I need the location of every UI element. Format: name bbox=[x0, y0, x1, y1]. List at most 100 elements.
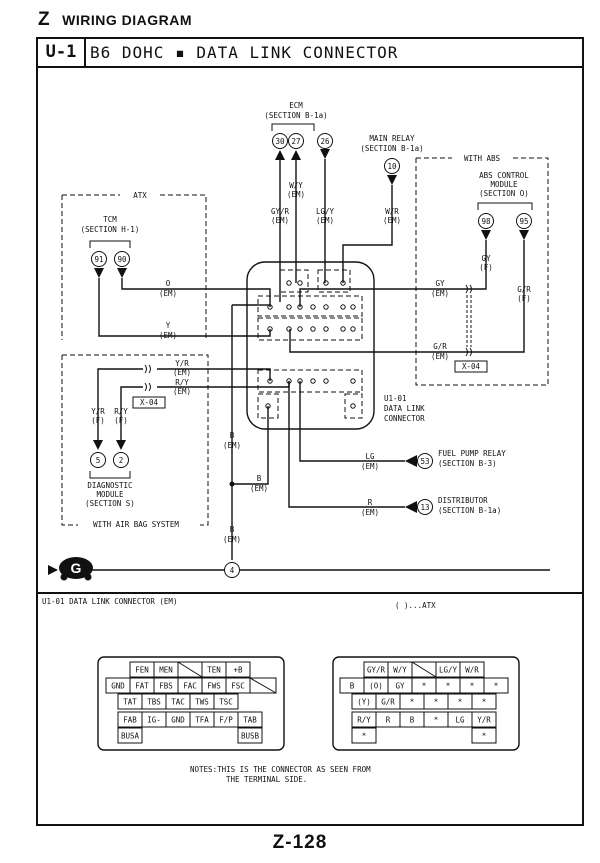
abs-module-label-2: MODULE bbox=[490, 180, 518, 189]
diag-pin-5 bbox=[90, 452, 106, 468]
x04-ref-label: X-04 bbox=[462, 362, 481, 371]
blank-cell-slash bbox=[177, 661, 203, 678]
fuel-pump-pin bbox=[417, 453, 433, 469]
connector-label: U1-01 bbox=[384, 394, 407, 403]
connector-label-2: DATA LINK bbox=[384, 404, 425, 413]
connector-cell-label: TBS bbox=[147, 698, 161, 707]
wire-label: Y bbox=[166, 321, 171, 330]
diag-pin-2 bbox=[113, 452, 129, 468]
fuel-pump-section: (SECTION B-3) bbox=[438, 459, 497, 468]
ecm-block: ECM (SECTION B-1a) 30 27 26 bbox=[264, 101, 333, 160]
page-number: Z-128 bbox=[272, 832, 328, 853]
ground-pin-label: 4 bbox=[230, 566, 235, 575]
connector-cell bbox=[117, 727, 143, 744]
wire-label: (EM) bbox=[361, 462, 379, 471]
wire-label: (EM) bbox=[173, 368, 191, 377]
data-link-connector: U1-01 DATA LINK CONNECTOR bbox=[246, 261, 425, 430]
connector-cell-label: (Y) bbox=[357, 698, 371, 707]
wire-label: W/Y bbox=[289, 181, 303, 190]
note-line-1: NOTES:THIS IS THE CONNECTOR AS SEEN FROM bbox=[190, 765, 371, 774]
wire-label: (EM) bbox=[250, 484, 268, 493]
connector-cell-label: * bbox=[482, 732, 487, 741]
section-title: WIRING DIAGRAM bbox=[62, 12, 192, 28]
wire-label: R bbox=[368, 498, 373, 507]
wire-label: LG/Y bbox=[316, 207, 335, 216]
connector-cell-label: G/R bbox=[381, 698, 395, 707]
connector-cell-label: FWS bbox=[207, 682, 221, 691]
wire-label: O bbox=[166, 279, 171, 288]
connector-cell-label: R bbox=[386, 716, 391, 725]
connector-cell-label: B bbox=[410, 716, 415, 725]
blank-cell-slash bbox=[249, 677, 277, 694]
connector-cell-label: LG/Y bbox=[439, 666, 458, 675]
connector-cell-label: F/P bbox=[219, 716, 233, 725]
wire-label: (EM) bbox=[287, 190, 305, 199]
connector-cell bbox=[459, 661, 485, 678]
ground-symbol-label: G bbox=[71, 560, 82, 576]
ecm-pin-27 bbox=[288, 133, 304, 149]
connector-cell bbox=[351, 727, 377, 744]
fuel-pump-label: FUEL PUMP RELAY bbox=[438, 449, 506, 458]
wire-label: (EM) bbox=[223, 535, 241, 544]
connector-cell-label: GY/R bbox=[367, 666, 386, 675]
connector-cell-label: TWS bbox=[195, 698, 209, 707]
connector-cell-label: * bbox=[458, 698, 463, 707]
connector-cell-label: IG- bbox=[147, 716, 161, 725]
ecm-pin-27-label: 27 bbox=[291, 137, 300, 146]
abs-pin-95 bbox=[516, 213, 532, 229]
connector-cell-label: B bbox=[350, 682, 355, 691]
arrow-icon bbox=[405, 501, 417, 513]
connector-cell-label: GND bbox=[111, 682, 125, 691]
connector-cell bbox=[237, 727, 263, 744]
connector-cell-label: TAB bbox=[243, 716, 257, 725]
connector-cell-label: * bbox=[422, 682, 427, 691]
connector-cell-label: GY bbox=[395, 682, 405, 691]
connector-cell-label: TSC bbox=[219, 698, 233, 707]
connector-cell-label: FEN bbox=[135, 666, 149, 675]
connector-cell-label: BUSA bbox=[121, 732, 140, 741]
connector-cell-label: +B bbox=[233, 666, 243, 675]
tcm-pin-91 bbox=[91, 251, 107, 267]
wire-label: W/R bbox=[385, 207, 399, 216]
ecm-section: (SECTION B-1a) bbox=[264, 111, 327, 120]
connector-cell-label: R/Y bbox=[357, 716, 371, 725]
abs-module-section: (SECTION O) bbox=[479, 189, 529, 198]
main-relay-section: (SECTION B-1a) bbox=[360, 144, 423, 153]
air-bag-label: WITH AIR BAG SYSTEM bbox=[93, 520, 179, 529]
atx-label: ATX bbox=[133, 191, 147, 200]
wire-label: (EM) bbox=[173, 387, 191, 396]
main-relay-block: MAIN RELAY (SECTION B-1a) 10 bbox=[360, 134, 424, 185]
arrow-icon bbox=[94, 268, 104, 278]
connector-cell-label: * bbox=[446, 682, 451, 691]
connector-cell-label: BUSB bbox=[241, 732, 260, 741]
connector-cell-label: * bbox=[410, 698, 415, 707]
ground-g-icon: G bbox=[48, 557, 93, 581]
arrow-icon bbox=[519, 230, 529, 240]
connector-cell-label: * bbox=[362, 732, 367, 741]
tcm-pin-91-label: 91 bbox=[94, 255, 103, 264]
connector-cell-label: W/R bbox=[465, 666, 479, 675]
arrow-icon bbox=[291, 150, 301, 160]
x04-ref-box bbox=[454, 360, 488, 373]
connector-cell-label: * bbox=[434, 716, 439, 725]
connector-cell-label: TEN bbox=[207, 666, 221, 675]
connector-cell-label: TAC bbox=[171, 698, 185, 707]
distributor-pin-label: 13 bbox=[420, 503, 429, 512]
tcm-pin-90-label: 90 bbox=[117, 255, 127, 264]
fuel-pump-pin-label: 53 bbox=[420, 457, 429, 466]
distributor-label: DISTRIBUTOR bbox=[438, 496, 488, 505]
diag-module-label: DIAGNOSTIC bbox=[87, 481, 132, 490]
wire-label: GY/R bbox=[271, 207, 290, 216]
connector-cell-label: FBS bbox=[159, 682, 173, 691]
connector-body bbox=[246, 261, 375, 430]
connector-cell-label: * bbox=[470, 682, 475, 691]
diag-module-label-2: MODULE bbox=[96, 490, 124, 499]
connector-cell bbox=[237, 711, 263, 728]
wire-label: GY bbox=[435, 279, 445, 288]
connector-cell-label: Y/R bbox=[477, 716, 491, 725]
wire-label: LG bbox=[365, 452, 375, 461]
wires: W/Y (EM) GY/R (EM) LG/Y (EM) W/R (EM) GY… bbox=[92, 159, 550, 578]
diag-module-section: (SECTION S) bbox=[85, 499, 135, 508]
main-relay-pin bbox=[384, 158, 400, 174]
x04-ref-label-2: X-04 bbox=[140, 398, 159, 407]
